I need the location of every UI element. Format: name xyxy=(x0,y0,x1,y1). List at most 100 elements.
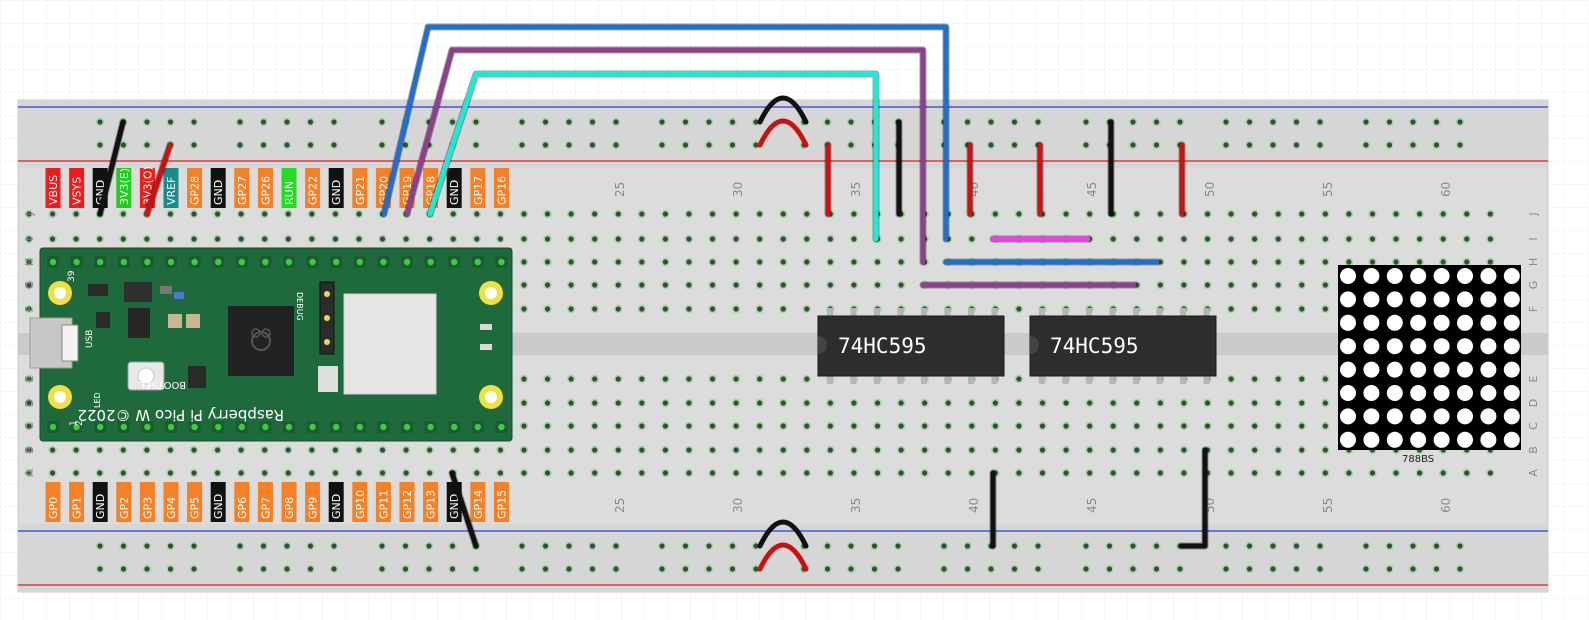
breadboard-hole[interactable] xyxy=(167,470,174,476)
rail-hole[interactable] xyxy=(1293,543,1300,549)
breadboard-hole[interactable] xyxy=(662,282,668,288)
breadboard-hole[interactable] xyxy=(1157,400,1163,406)
breadboard-hole[interactable] xyxy=(1228,400,1234,406)
breadboard-hole[interactable] xyxy=(969,400,975,406)
rail-hole[interactable] xyxy=(1386,566,1393,572)
breadboard-hole[interactable] xyxy=(662,376,668,382)
rail-hole[interactable] xyxy=(1223,119,1229,125)
breadboard-hole[interactable] xyxy=(827,447,833,453)
breadboard-hole[interactable] xyxy=(1440,236,1446,242)
breadboard-hole[interactable] xyxy=(898,282,904,288)
rail-hole[interactable] xyxy=(260,543,267,549)
breadboard-hole[interactable] xyxy=(780,236,786,242)
breadboard-hole[interactable] xyxy=(592,447,598,453)
breadboard-hole[interactable] xyxy=(662,306,668,312)
rail-hole[interactable] xyxy=(542,543,549,549)
breadboard-hole[interactable] xyxy=(285,236,291,242)
breadboard-hole[interactable] xyxy=(1440,259,1446,265)
breadboard-hole[interactable] xyxy=(1157,470,1163,476)
breadboard-hole[interactable] xyxy=(780,259,786,265)
breadboard-hole[interactable] xyxy=(1417,259,1423,265)
breadboard-hole[interactable] xyxy=(1039,423,1046,429)
breadboard-hole[interactable] xyxy=(285,211,291,217)
rail-hole[interactable] xyxy=(144,566,150,572)
breadboard-hole[interactable] xyxy=(1440,211,1446,217)
rail-hole[interactable] xyxy=(1363,543,1369,549)
pico-gnd-bottom-wire[interactable] xyxy=(449,470,479,549)
breadboard-hole[interactable] xyxy=(898,400,904,406)
breadboard-hole[interactable] xyxy=(285,447,291,453)
breadboard-hole[interactable] xyxy=(1346,236,1352,242)
breadboard-hole[interactable] xyxy=(615,447,621,453)
breadboard-hole[interactable] xyxy=(804,470,810,476)
rail-hole[interactable] xyxy=(753,566,759,572)
breadboard-hole[interactable] xyxy=(1063,447,1069,453)
breadboard-hole[interactable] xyxy=(403,470,409,476)
breadboard-hole[interactable] xyxy=(615,282,621,288)
breadboard-hole[interactable] xyxy=(615,211,621,217)
rail-hole[interactable] xyxy=(307,543,314,549)
rail-hole[interactable] xyxy=(1083,119,1089,125)
breadboard-hole[interactable] xyxy=(1016,447,1022,453)
breadboard-hole[interactable] xyxy=(1252,447,1258,453)
breadboard-hole[interactable] xyxy=(521,376,527,382)
rail-hole[interactable] xyxy=(1386,119,1393,125)
breadboard-hole[interactable] xyxy=(1204,236,1211,242)
rail-hole[interactable] xyxy=(1317,142,1323,148)
breadboard-hole[interactable] xyxy=(262,211,268,217)
rail-hole[interactable] xyxy=(848,142,854,148)
rail-hole[interactable] xyxy=(871,543,878,549)
rail-hole[interactable] xyxy=(284,142,290,148)
breadboard-hole[interactable] xyxy=(662,423,668,429)
rail-hole[interactable] xyxy=(589,119,596,125)
breadboard-hole[interactable] xyxy=(827,282,833,288)
rail-hole[interactable] xyxy=(613,566,619,572)
rail-hole[interactable] xyxy=(284,566,290,572)
breadboard-hole[interactable] xyxy=(1417,470,1423,476)
rail-hole[interactable] xyxy=(1317,119,1323,125)
rail-hole[interactable] xyxy=(1177,119,1183,125)
breadboard-hole[interactable] xyxy=(1275,447,1281,453)
breadboard-hole[interactable] xyxy=(521,259,527,265)
breadboard-hole[interactable] xyxy=(427,447,433,453)
breadboard-hole[interactable] xyxy=(1063,423,1069,429)
breadboard-hole[interactable] xyxy=(26,236,32,242)
rail-hole[interactable] xyxy=(120,566,127,572)
breadboard-hole[interactable] xyxy=(568,306,574,312)
breadboard-hole[interactable] xyxy=(662,211,668,217)
rail-hole[interactable] xyxy=(473,119,479,125)
breadboard-hole[interactable] xyxy=(686,236,692,242)
breadboard-hole[interactable] xyxy=(662,447,668,453)
breadboard-hole[interactable] xyxy=(592,211,598,217)
rail-hole[interactable] xyxy=(848,119,854,125)
breadboard-hole[interactable] xyxy=(1087,400,1093,406)
breadboard-hole[interactable] xyxy=(1157,236,1163,242)
breadboard-hole[interactable] xyxy=(144,470,150,476)
breadboard-hole[interactable] xyxy=(1228,259,1234,265)
breadboard-hole[interactable] xyxy=(238,470,244,476)
breadboard-hole[interactable] xyxy=(686,282,692,288)
rail-hole[interactable] xyxy=(402,142,409,148)
breadboard-hole[interactable] xyxy=(851,211,857,217)
breadboard-hole[interactable] xyxy=(780,423,786,429)
breadboard-hole[interactable] xyxy=(851,259,857,265)
breadboard-hole[interactable] xyxy=(1228,376,1234,382)
breadboard-hole[interactable] xyxy=(356,470,362,476)
rail-hole[interactable] xyxy=(1083,543,1089,549)
gp20-blue-wire[interactable] xyxy=(381,24,949,242)
breadboard-hole[interactable] xyxy=(403,236,409,242)
breadboard-hole[interactable] xyxy=(851,470,857,476)
rail-hole[interactable] xyxy=(659,119,665,125)
rail-hole[interactable] xyxy=(1410,142,1416,148)
breadboard-hole[interactable] xyxy=(120,447,126,453)
rail-hole[interactable] xyxy=(1153,119,1160,125)
breadboard-hole[interactable] xyxy=(544,376,551,382)
rail-hole[interactable] xyxy=(379,142,385,148)
breadboard-hole[interactable] xyxy=(1252,282,1258,288)
breadboard-hole[interactable] xyxy=(1016,306,1022,312)
breadboard-hole[interactable] xyxy=(1252,400,1258,406)
breadboard-hole[interactable] xyxy=(1157,211,1163,217)
pico-3v3-wire[interactable] xyxy=(144,142,173,217)
rail-hole[interactable] xyxy=(1177,566,1183,572)
breadboard-hole[interactable] xyxy=(1181,236,1187,242)
